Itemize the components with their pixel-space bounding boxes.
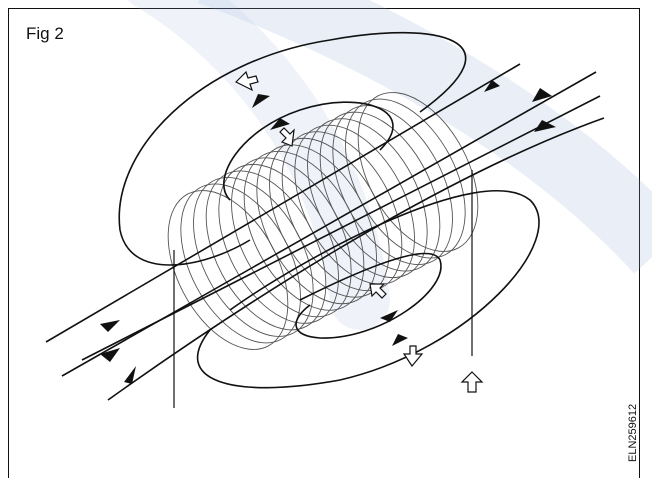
coil-turn — [307, 118, 428, 279]
coil-turn — [281, 131, 403, 292]
figure-label: Fig 2 — [26, 24, 64, 43]
force-arrow-icon — [234, 70, 484, 393]
coil-turn — [332, 105, 453, 265]
return-field-loops — [118, 31, 540, 389]
figure-code: ELN259612 — [627, 403, 639, 462]
figure-frame — [8, 8, 640, 478]
axial-field-lines — [45, 63, 605, 401]
lead-wire — [173, 170, 473, 408]
coil-turn — [294, 124, 415, 285]
coil-turn — [319, 111, 441, 272]
solenoid-coil — [167, 92, 479, 350]
field-direction-arrows — [100, 80, 556, 384]
